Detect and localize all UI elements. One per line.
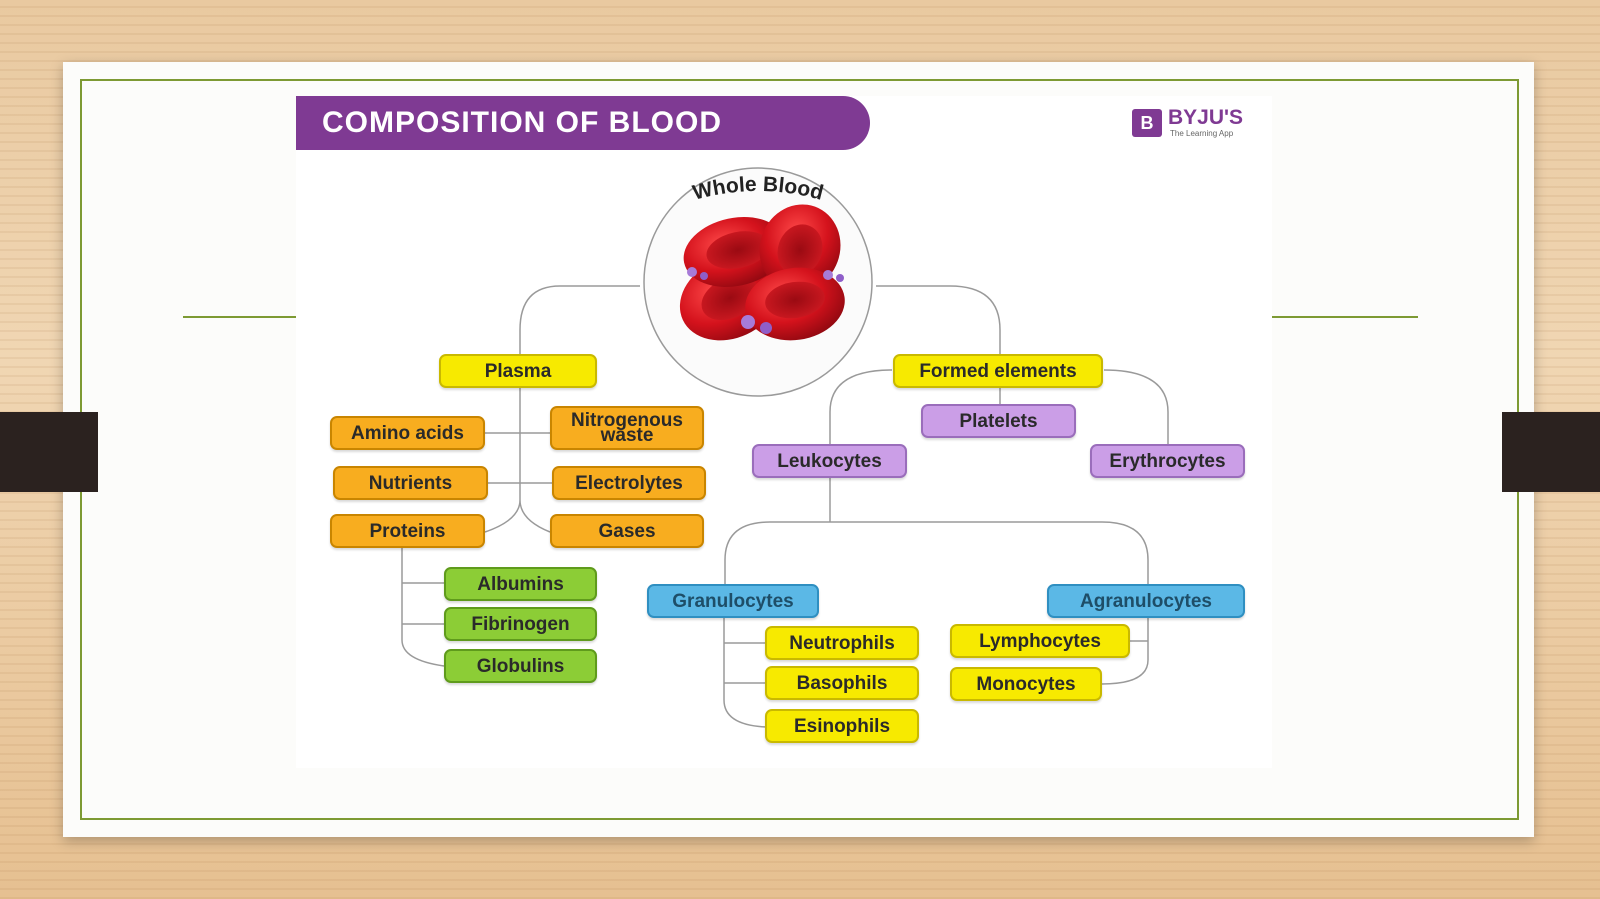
node-nutrients: Nutrients	[333, 466, 488, 500]
node-basophils: Basophils	[765, 666, 919, 700]
connector-leukocyte-arc	[724, 521, 1149, 585]
node-esinophils: Esinophils	[765, 709, 919, 743]
platelet-dot	[823, 270, 833, 280]
node-gases: Gases	[550, 514, 704, 548]
platelet-dot	[687, 267, 697, 277]
brand-logo: B BYJU'S The Learning App	[1132, 107, 1262, 141]
brand-name: BYJU'S	[1168, 106, 1244, 129]
platelet-dot	[741, 315, 755, 329]
node-formed-elements: Formed elements	[893, 354, 1103, 388]
node-neutrophils: Neutrophils	[765, 626, 919, 660]
node-nitrogenous-waste: Nitrogenous waste	[550, 406, 704, 450]
node-plasma: Plasma	[439, 354, 597, 388]
red-blood-cell-dimple	[706, 231, 770, 269]
connector-blood-to-formed	[876, 285, 1001, 358]
platelet-dot	[836, 274, 844, 282]
connector-formed-to-leukocytes	[829, 369, 893, 445]
connector-protein-trunk	[401, 548, 445, 667]
red-blood-cell-dimple	[777, 224, 823, 276]
node-agranulocytes: Agranulocytes	[1047, 584, 1245, 618]
node-electrolytes: Electrolytes	[552, 466, 706, 500]
connector-granulocyte-trunk	[723, 616, 767, 728]
connector-formed-to-erythrocytes	[1103, 369, 1169, 445]
right-divider-line	[1272, 316, 1418, 318]
node-platelets: Platelets	[921, 404, 1076, 438]
red-blood-cell-dimple	[701, 275, 759, 321]
red-blood-cell-dimple	[765, 281, 825, 319]
connector-proteins	[484, 499, 551, 533]
node-albumins: Albumins	[444, 567, 597, 601]
brand-tagline: The Learning App	[1170, 129, 1234, 138]
connector-blood-to-plasma	[519, 285, 640, 358]
node-globulins: Globulins	[444, 649, 597, 683]
node-monocytes: Monocytes	[950, 667, 1102, 701]
node-lymphocytes: Lymphocytes	[950, 624, 1130, 658]
platelet-dot	[700, 272, 708, 280]
node-amino-acids: Amino acids	[330, 416, 485, 450]
brand-logo-icon: B	[1132, 109, 1162, 137]
whole-blood-emblem: Whole Blood	[643, 167, 873, 397]
node-proteins: Proteins	[330, 514, 485, 548]
node-granulocytes: Granulocytes	[647, 584, 819, 618]
connector-agranulocyte-trunk	[1101, 616, 1149, 685]
left-binder-tab	[0, 412, 98, 492]
left-divider-line	[183, 316, 296, 318]
node-leukocytes: Leukocytes	[752, 444, 907, 478]
right-binder-tab	[1502, 412, 1600, 492]
node-erythrocytes: Erythrocytes	[1090, 444, 1245, 478]
node-fibrinogen: Fibrinogen	[444, 607, 597, 641]
page-title: COMPOSITION OF BLOOD	[296, 96, 870, 150]
platelet-dot	[760, 322, 772, 334]
connector-lines	[401, 285, 1169, 728]
